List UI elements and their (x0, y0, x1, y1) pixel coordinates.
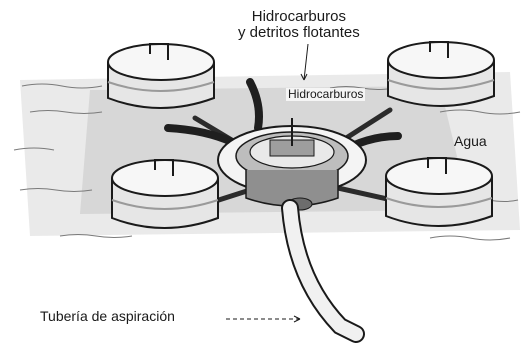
floating-debris-label-line1: Hidrocarburos (238, 9, 360, 25)
suction-pipe-label: Tubería de aspiración (38, 309, 177, 324)
float-bottom-left (112, 160, 218, 228)
inner-hydrocarbons-label: Hidrocarburos (286, 88, 365, 101)
floating-debris-label: Hidrocarburos y detritos flotantes (236, 9, 362, 41)
float-top-left (108, 44, 214, 108)
water-label: Agua (452, 134, 489, 149)
float-top-right (388, 42, 494, 106)
float-bottom-right (386, 158, 492, 226)
floating-debris-label-line2: y detritos flotantes (238, 25, 360, 41)
